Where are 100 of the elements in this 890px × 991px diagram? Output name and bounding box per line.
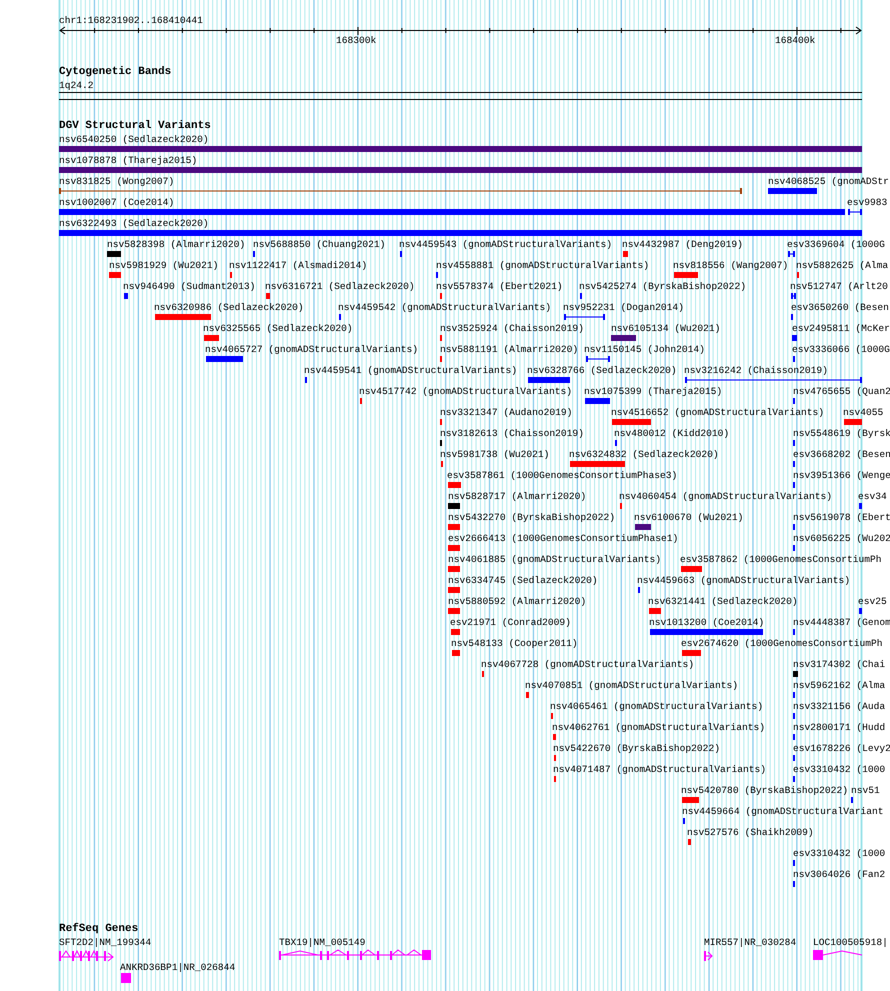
variant-label: esv2495811 (McKer [792, 323, 890, 334]
variant-label: esv3668202 (Besen [793, 449, 890, 460]
variant-label: nsv4459663 (gnomADStructuralVariants) [637, 575, 850, 586]
variant-label: nsv3216242 (Chaisson2019) [684, 365, 828, 376]
variant-label: nsv818556 (Wang2007) [673, 260, 788, 271]
variant-label: nsv5425274 (ByrskaBishop2022) [579, 281, 746, 292]
variant-label: nsv2800171 (Hudd [793, 722, 886, 733]
variant-label: nsv5432270 (ByrskaBishop2022) [448, 512, 615, 523]
variant-label: nsv4765655 (Quan2 [793, 386, 890, 397]
variant-label: esv3310432 (1000 [793, 764, 886, 775]
variant-label: nsv6321441 (Sedlazeck2020) [648, 596, 798, 607]
variant-label: nsv4459664 (gnomADStructuralVariant [682, 806, 884, 817]
variant-label: nsv946490 (Sudmant2013) [123, 281, 256, 292]
variant-label: nsv512747 (Arlt20 [790, 281, 888, 292]
variant-label: nsv5619078 (Ebert [793, 512, 890, 523]
variant-label: esv3650260 (Besen [791, 302, 889, 313]
variant-label: nsv3064026 (Fan2 [793, 869, 886, 880]
variant-label: nsv4516652 (gnomADStructuralVariants) [611, 407, 824, 418]
variant-label: nsv3951366 (Wenge [793, 470, 890, 481]
variant-label: nsv3525924 (Chaisson2019) [440, 323, 584, 334]
variant-label: nsv1002007 (Coe2014) [59, 197, 174, 208]
variant-label: nsv5828717 (Almarri2020) [448, 491, 586, 502]
variant-label: nsv4459541 (gnomADStructuralVariants) [304, 365, 518, 376]
variant-label: nsv4517742 (gnomADStructuralVariants) [359, 386, 572, 397]
gene-label: ANKRD36BP1|NR_026844 [120, 962, 236, 973]
scale-label: 168300k [336, 35, 376, 46]
variant-label: esv2666413 (1000GenomesConsortiumPhase1) [448, 533, 678, 544]
variant-label: nsv4432987 (Deng2019) [622, 239, 743, 250]
variant-label: nsv4448387 (Genom [793, 617, 890, 628]
variant-label: nsv4061885 (gnomADStructuralVariants) [448, 554, 662, 565]
variant-label: nsv4071487 (gnomADStructuralVariants) [553, 764, 766, 775]
variant-label: esv1678226 (Levy2 [793, 743, 890, 754]
variant-label: nsv5981929 (Wu2021) [109, 260, 218, 271]
variant-label: nsv6316721 (Sedlazeck2020) [265, 281, 415, 292]
variant-label: nsv1150145 (John2014) [584, 344, 705, 355]
variant-label: nsv6540250 (Sedlazeck2020) [59, 134, 209, 145]
variant-label: nsv5578374 (Ebert2021) [436, 281, 563, 292]
variant-label: esv3587861 (1000GenomesConsortiumPhase3) [447, 470, 678, 481]
coordinate-range: chr1:168231902..168410441 [59, 15, 203, 26]
variant-label: nsv5548619 (Byrsk [793, 428, 890, 439]
variant-label: nsv4459543 (gnomADStructuralVariants) [399, 239, 612, 250]
variant-label: nsv527576 (Shaikh2009) [687, 827, 814, 838]
variant-label: nsv6328766 (Sedlazeck2020) [527, 365, 677, 376]
variant-label: esv3310432 (1000 [793, 848, 886, 859]
variant-label: nsv1013200 (Coe2014) [649, 617, 764, 628]
gene-label: MIR557|NR_030284 [704, 937, 796, 948]
gene-label: LOC100505918| [813, 937, 888, 948]
variant-label: nsv6324832 (Sedlazeck2020) [569, 449, 719, 460]
variant-label: esv3587862 (1000GenomesConsortiumPh [680, 554, 882, 565]
variant-label: nsv6322493 (Sedlazeck2020) [59, 218, 209, 229]
track-title: RefSeq Genes [59, 924, 138, 935]
gene-label: SFT2D2|NM_199344 [59, 937, 152, 948]
scale-label: 168400k [775, 35, 816, 46]
variant-label: nsv3321156 (Auda [793, 701, 886, 712]
variant-label: nsv4062761 (gnomADStructuralVariants) [552, 722, 766, 733]
variant-label: nsv3182613 (Chaisson2019) [440, 428, 584, 439]
variant-label: nsv6105134 (Wu2021) [611, 323, 720, 334]
variant-label: nsv480012 (Kidd2010) [614, 428, 730, 439]
variant-label: esv34 [858, 491, 887, 502]
variant-label: nsv831825 (Wong2007) [59, 176, 174, 187]
track-title: DGV Structural Variants [59, 121, 211, 132]
variant-label: esv3369604 (1000G [787, 239, 885, 250]
variant-label: esv3336066 (1000G [792, 344, 890, 355]
track-title: Cytogenetic Bands [59, 67, 172, 78]
variant-label: nsv1078878 (Thareja2015) [59, 155, 198, 166]
variant-label: nsv1075399 (Thareja2015) [584, 386, 722, 397]
variant-label: nsv4459542 (gnomADStructuralVariants) [338, 302, 552, 313]
variant-label: nsv6100670 (Wu2021) [634, 512, 744, 523]
variant-label: esv2674620 (1000GenomesConsortiumPh [681, 638, 883, 649]
variant-label: nsv5420780 (ByrskaBishop2022) [681, 785, 848, 796]
variant-label: nsv5981738 (Wu2021) [440, 449, 550, 460]
variant-label: esv25 [858, 596, 887, 607]
variant-label: nsv1122417 (Alsmadi2014) [229, 260, 368, 271]
variant-label: nsv6325565 (Sedlazeck2020) [203, 323, 353, 334]
variant-label: nsv4065461 (gnomADStructuralVariants) [550, 701, 764, 712]
variant-label: nsv5828398 (Almarri2020) [107, 239, 246, 250]
variant-label: nsv6056225 (Wu202 [793, 533, 890, 544]
variant-label: nsv5688850 (Chuang2021) [253, 239, 386, 250]
variant-label: nsv3174302 (Chai [793, 659, 886, 670]
variant-label: nsv4065727 (gnomADStructuralVariants) [205, 344, 418, 355]
variant-label: nsv4060454 (gnomADStructuralVariants) [619, 491, 832, 502]
variant-label: nsv3321347 (Audano2019) [440, 407, 572, 418]
variant-label: nsv5881191 (Almarri2020) [440, 344, 578, 355]
variant-label: nsv952231 (Dogan2014) [563, 302, 684, 313]
gene-label: TBX19|NM_005149 [279, 937, 366, 948]
variant-label: nsv5962162 (Alma [793, 680, 886, 691]
variant-label: esv21971 (Conrad2009) [450, 617, 571, 628]
variant-label: nsv548133 (Cooper2011) [451, 638, 578, 649]
variant-label: nsv5880592 (Almarri2020) [448, 596, 586, 607]
variant-label: nsv51 [851, 785, 880, 796]
variant-label: nsv4068525 (gnomADStr [768, 176, 889, 187]
variant-label: nsv4067728 (gnomADStructuralVariants) [481, 659, 694, 670]
variant-label: nsv4558881 (gnomADStructuralVariants) [436, 260, 650, 271]
variant-label: nsv4070851 (gnomADStructuralVariants) [525, 680, 738, 691]
band-label: 1q24.2 [59, 80, 94, 91]
variant-label: nsv4055 [843, 407, 884, 418]
variant-label: nsv5422670 (ByrskaBishop2022) [553, 743, 720, 754]
variant-label: esv9983 [847, 197, 888, 208]
variant-label: nsv6320986 (Sedlazeck2020) [154, 302, 304, 313]
variant-label: nsv5882625 (Alma [796, 260, 888, 271]
